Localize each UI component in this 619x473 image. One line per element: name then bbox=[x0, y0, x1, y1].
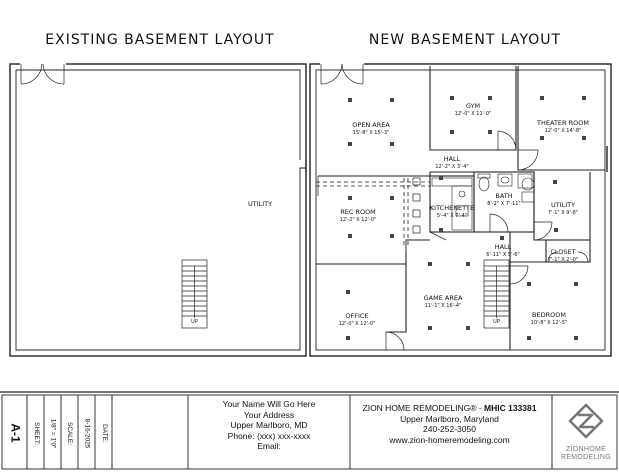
office-dim: 12'-0" X 12'-0" bbox=[339, 321, 376, 327]
zion-logo-icon bbox=[568, 403, 604, 439]
theater-name: THEATER ROOM bbox=[536, 119, 589, 127]
kitchenette-fixtures bbox=[431, 177, 473, 231]
closet-walls bbox=[545, 239, 591, 263]
existing-outer-wall bbox=[9, 63, 307, 357]
date-value-cell: 8-16-2025 bbox=[79, 397, 95, 469]
sheet-number: A-1 bbox=[9, 423, 23, 443]
scale-value: 1/8" = 1'0" bbox=[49, 418, 57, 448]
existing-inner-wall bbox=[15, 70, 306, 351]
closet-dim: 7'-1" X 2'-0" bbox=[548, 257, 578, 263]
logo-text-line2: REMODELING bbox=[560, 454, 612, 461]
office-top-wall bbox=[316, 252, 407, 265]
sheet-label: SHEET: bbox=[32, 421, 40, 445]
date-label: DATE: bbox=[100, 423, 108, 443]
bedroom-name: BEDROOM bbox=[532, 311, 566, 319]
company-name-line: ZION HOME REMODELING® - MHIC 133381 bbox=[352, 403, 547, 414]
office-name: OFFICE bbox=[345, 312, 368, 320]
game-area-dim: 11'-1" X 16'-4" bbox=[425, 303, 462, 309]
gym-walls bbox=[429, 66, 517, 151]
owner-info: Your Name Will Go Here Your Address Uppe… bbox=[190, 399, 348, 452]
sheet-number-cell: A-1 bbox=[7, 397, 25, 469]
logo-text-line1: ZIONHOME bbox=[565, 446, 607, 453]
owner-phone: Phone: (xxx) xxx-xxxx bbox=[227, 430, 311, 441]
new-layout-title: NEW BASEMENT LAYOUT bbox=[369, 32, 561, 48]
scale-label: SCALE: bbox=[66, 421, 74, 445]
open-area-dim: 15'-8" X 15'-3" bbox=[353, 130, 390, 136]
kitchenette-dim: 5'-4" X 7'-4" bbox=[437, 213, 467, 219]
hall-top-dim: 12'-2" X 3'-4" bbox=[435, 164, 468, 170]
bath-dim: 8'-2" X 7'-11" bbox=[487, 201, 520, 207]
existing-layout-title: EXISTING BASEMENT LAYOUT bbox=[45, 32, 274, 48]
company-phone: 240-252-3050 bbox=[423, 424, 476, 434]
new-outer-wall bbox=[309, 63, 612, 357]
open-area-name: OPEN AREA bbox=[352, 121, 390, 129]
company-logo: ZIONHOME REMODELING bbox=[556, 401, 616, 467]
door-swings bbox=[317, 62, 589, 351]
floor-plan-drawing: EXISTING BASEMENT LAYOUT NEW BASEMENT LA… bbox=[0, 32, 619, 393]
date-value: 8-16-2025 bbox=[83, 418, 91, 448]
company-website: www.zion-homeremodeling.com bbox=[389, 434, 510, 445]
rec-room-name: REC ROOM bbox=[340, 208, 376, 216]
owner-name: Your Name Will Go Here bbox=[222, 399, 316, 409]
company-name: ZION HOME REMODELING® - bbox=[362, 403, 485, 413]
hall-top-name: HALL bbox=[444, 155, 461, 163]
existing-utility-label: UTILITY bbox=[248, 200, 272, 208]
bath-name: BATH bbox=[495, 192, 512, 200]
existing-stair bbox=[181, 259, 208, 329]
utility-fixtures bbox=[521, 177, 535, 203]
hall-mid-name: HALL bbox=[495, 243, 512, 251]
bath-fixtures bbox=[477, 173, 533, 192]
dashed-beam-lines bbox=[316, 178, 430, 248]
new-stair-up-label: UP bbox=[493, 319, 500, 325]
title-block-grid bbox=[1, 394, 618, 470]
bedroom-dim: 10'-8" X 12'-5" bbox=[531, 320, 568, 326]
theater-walls bbox=[517, 66, 605, 171]
new-stair bbox=[483, 259, 510, 329]
support-columns bbox=[412, 177, 421, 234]
kitchenette-name: KITCHENETTE bbox=[430, 204, 474, 212]
owner-email: Email: bbox=[257, 441, 281, 451]
company-info: ZION HOME REMODELING® - MHIC 133381 Uppe… bbox=[352, 403, 547, 445]
existing-plan bbox=[9, 62, 307, 357]
existing-stair-up-label: UP bbox=[191, 319, 198, 325]
title-block: A-1 SHEET: 1/8" = 1'0" SCALE: 8-16-2025 … bbox=[0, 393, 619, 473]
utility-name: UTILITY bbox=[551, 201, 575, 209]
gym-name: GYM bbox=[466, 102, 480, 110]
existing-entry-door bbox=[20, 62, 66, 85]
owner-city: Upper Marlboro, MD bbox=[230, 420, 308, 430]
scale-value-cell: 1/8" = 1'0" bbox=[45, 397, 61, 469]
ceiling-light-fixtures bbox=[346, 96, 586, 340]
owner-address: Your Address bbox=[243, 409, 295, 420]
hall-mid-dim: 6'-11" X 5'-6" bbox=[486, 252, 519, 258]
sheet-label-cell: SHEET: bbox=[28, 397, 44, 469]
new-plan bbox=[309, 62, 612, 357]
closet-name: CLOSET bbox=[550, 248, 575, 256]
company-city: Upper Marlboro, Maryland bbox=[400, 413, 499, 424]
company-license: MHIC 133381 bbox=[484, 403, 537, 413]
scale-label-cell: SCALE: bbox=[62, 397, 78, 469]
utility-dim: 7'-1" X 9'-8" bbox=[548, 210, 578, 216]
gym-dim: 12'-0" X 11'-0" bbox=[455, 111, 492, 117]
game-area-name: GAME AREA bbox=[424, 294, 463, 302]
theater-dim: 12'-0" X 14'-8" bbox=[545, 128, 582, 134]
rec-room-dim: 12'-2" X 12'-0" bbox=[340, 217, 377, 223]
date-label-cell: DATE: bbox=[96, 397, 112, 469]
